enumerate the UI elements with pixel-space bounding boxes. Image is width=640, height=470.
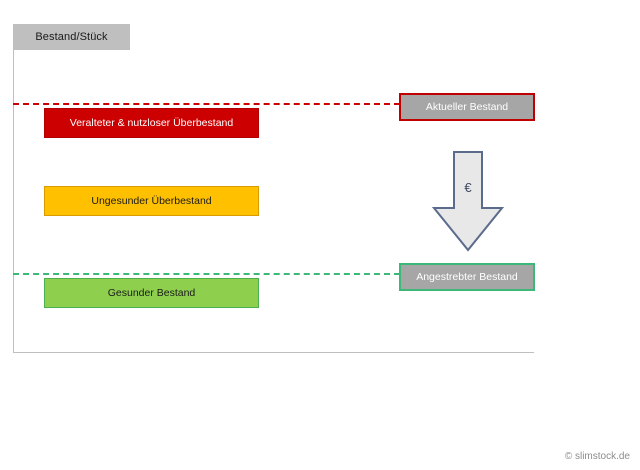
bar-label-unhealthy-stock: Ungesunder Überbestand	[91, 195, 212, 207]
chart-title: Bestand/Stück	[35, 31, 108, 43]
reference-line-current-stock	[13, 103, 400, 105]
callout-current-stock: Aktueller Bestand	[399, 93, 535, 121]
bar-obsolete-stock: Veralteter & nutzloser Überbestand	[44, 108, 259, 138]
bar-label-obsolete-stock: Veralteter & nutzloser Überbestand	[69, 117, 234, 129]
down-arrow-icon	[432, 151, 504, 252]
footer-credit: © slimstock.de	[564, 451, 630, 462]
savings-arrow: €	[432, 150, 504, 255]
reference-line-target-stock	[13, 273, 400, 275]
x-axis-line	[13, 352, 534, 353]
y-axis-line	[13, 50, 14, 353]
callout-target-stock: Angestrebter Bestand	[399, 263, 535, 291]
bar-healthy-stock: Gesunder Bestand	[44, 278, 259, 308]
chart-title-plate: Bestand/Stück	[13, 24, 130, 50]
callout-label-current-stock: Aktueller Bestand	[425, 101, 509, 113]
callout-label-target-stock: Angestrebter Bestand	[416, 271, 518, 283]
bar-unhealthy-stock: Ungesunder Überbestand	[44, 186, 259, 216]
bar-label-healthy-stock: Gesunder Bestand	[107, 287, 196, 299]
